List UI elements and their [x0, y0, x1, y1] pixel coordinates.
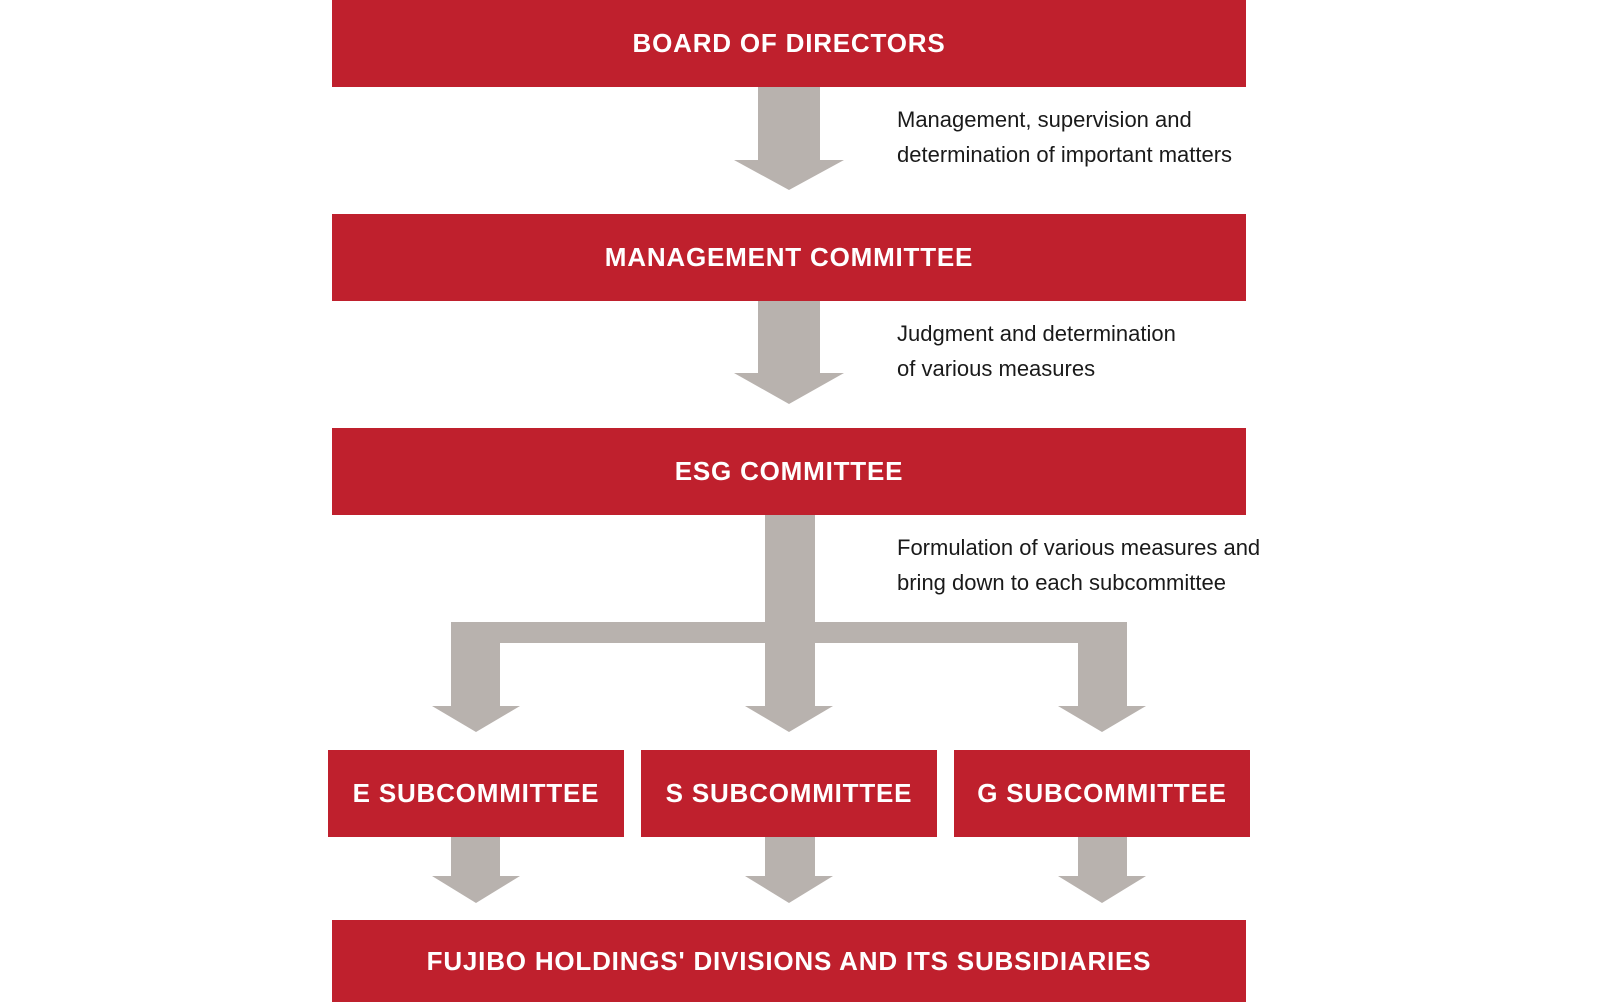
note-line: Management, supervision and — [897, 107, 1192, 132]
arrow-management-to-esg — [734, 301, 844, 404]
note-board-to-management: Management, supervision and determinatio… — [897, 102, 1232, 172]
note-line: Formulation of various measures and — [897, 535, 1261, 560]
note-management-to-esg: Judgment and determination of various me… — [897, 316, 1176, 386]
arrow-branch-to-s — [745, 640, 833, 732]
arrow-board-to-management — [734, 87, 844, 190]
e-subcommittee-box: E SUBCOMMITTEE — [328, 750, 624, 837]
arrow-e-to-divisions — [432, 837, 520, 903]
arrow-branch-to-g — [1058, 640, 1146, 732]
s-subcommittee-box: S SUBCOMMITTEE — [641, 750, 937, 837]
note-line: bring down to each subcommittee — [897, 570, 1226, 595]
note-line: determination of important matters — [897, 142, 1233, 167]
note-esg-to-subcommittees: Formulation of various measures and brin… — [897, 530, 1260, 600]
arrow-esg-branch-bar — [451, 515, 1127, 643]
arrow-s-to-divisions — [745, 837, 833, 903]
esg-committee-box: ESG COMMITTEE — [332, 428, 1246, 515]
g-subcommittee-box: G SUBCOMMITTEE — [954, 750, 1250, 837]
note-line: of various measures — [897, 356, 1096, 381]
fujibo-divisions-box: FUJIBO HOLDINGS' DIVISIONS AND ITS SUBSI… — [332, 920, 1246, 1002]
note-line: Judgment and determination — [897, 321, 1176, 346]
board-of-directors-box: BOARD OF DIRECTORS — [332, 0, 1246, 87]
arrow-g-to-divisions — [1058, 837, 1146, 903]
management-committee-box: MANAGEMENT COMMITTEE — [332, 214, 1246, 301]
arrow-branch-to-e — [432, 640, 520, 732]
